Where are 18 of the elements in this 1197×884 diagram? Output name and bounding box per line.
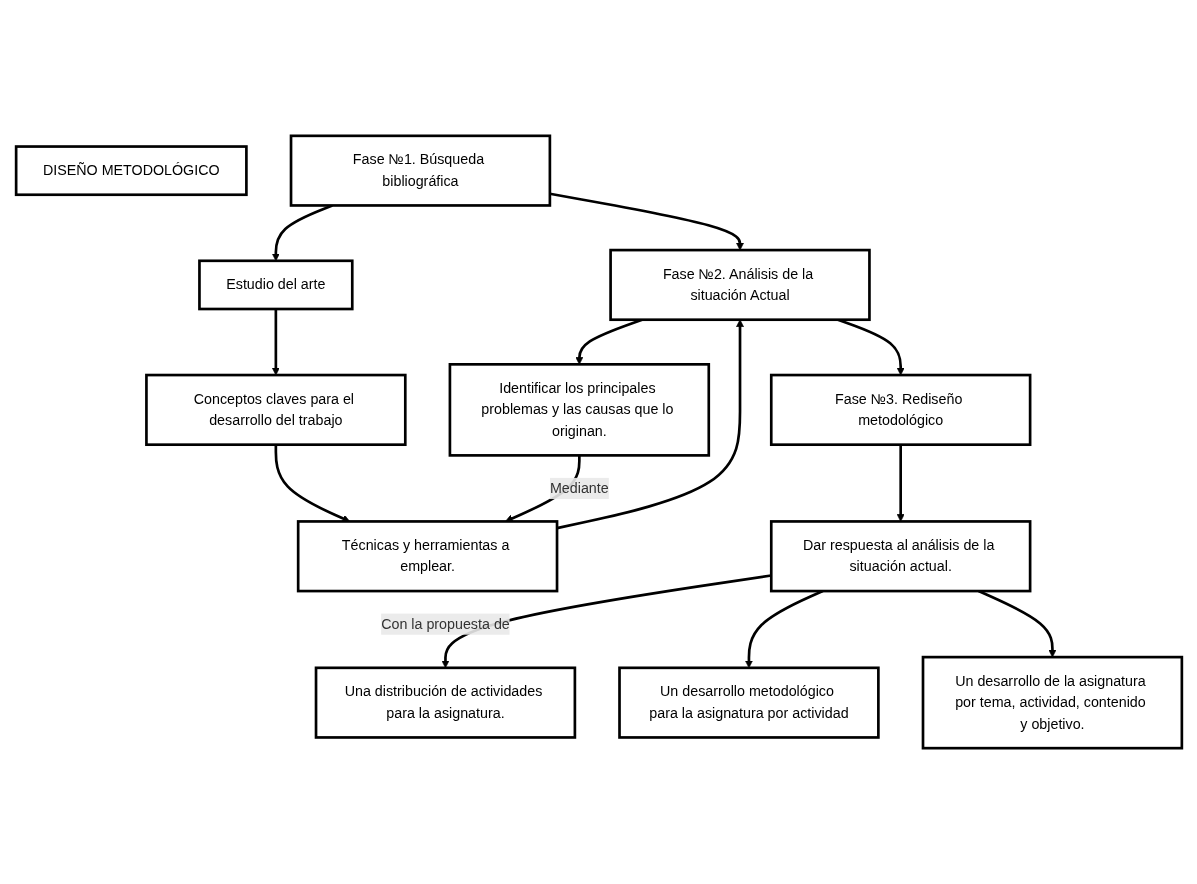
node-box: Un desarrollo de la asignatura por tema, actividad, contenido y objetivo. [921,655,1183,750]
node-box: Fase №1. Búsqueda bibliográfica [289,134,551,207]
arrow [896,444,905,522]
node-box: Técnicas y herramientas a emplear. [296,520,558,593]
arrow [271,309,280,376]
node-box: Estudio del arte [197,259,354,311]
node-box: Conceptos claves para el desarrollo del trabajo [144,373,407,446]
arrow [556,319,744,530]
arrow [549,192,744,251]
node-box: Un desarrollo metodológico para la asignatura por actividad [617,666,880,739]
node-box: Identificar los principales problemas y las causas que lo originan. [448,363,710,457]
edge-label: Mediante [549,480,609,496]
node-box: Dar respuesta al análisis de la situación actual. [769,520,1031,593]
edge-label: Con la propuesta de [380,616,510,632]
node-box: DISEÑO METODOLÓGICO [14,145,248,197]
node-box: Una distribución de actividades para la asignatura. [314,666,576,739]
node-box: Fase №3. Rediseño metodológico [769,373,1031,446]
node-box: Fase №2. Análisis de la situación Actual [608,248,871,322]
